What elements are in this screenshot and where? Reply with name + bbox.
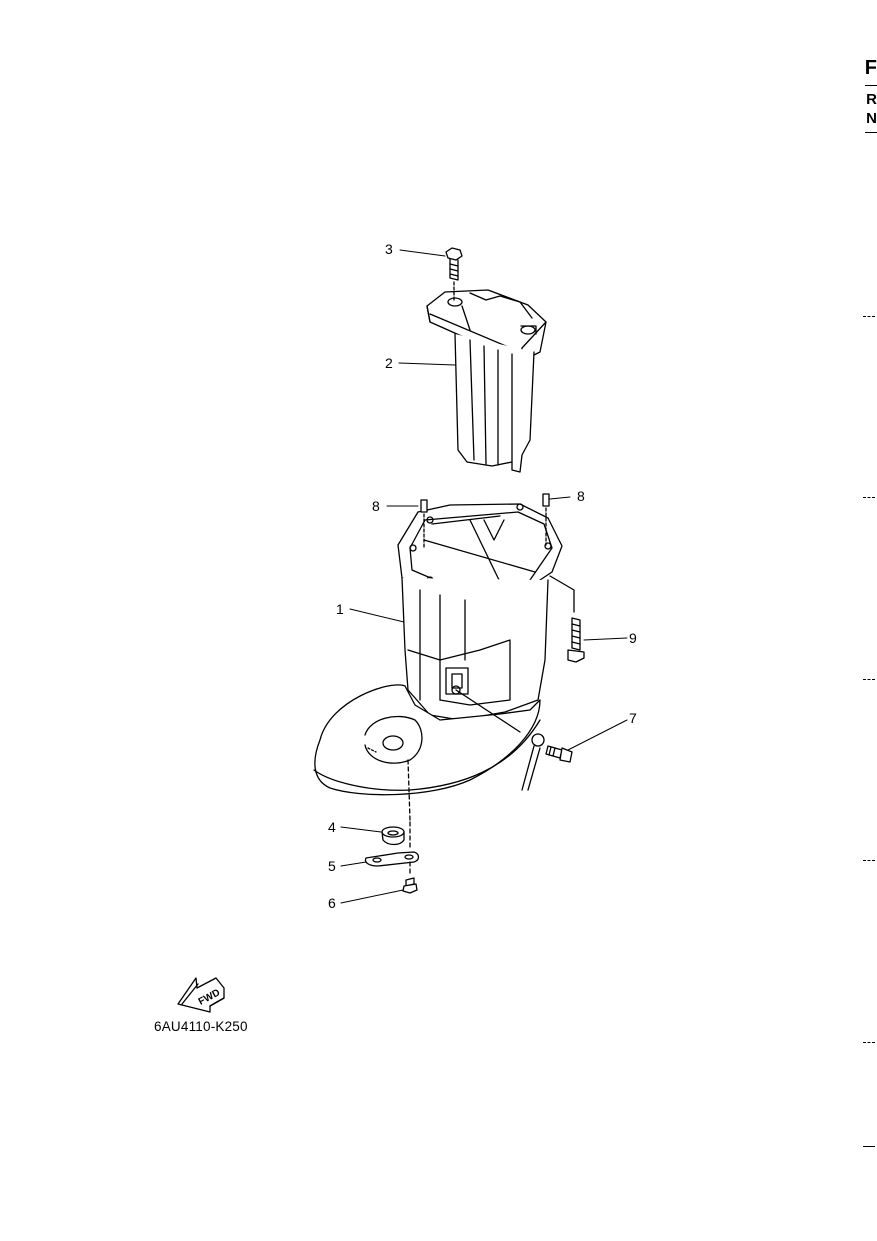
callout-1: 1 [336, 601, 344, 617]
diagram-code: 6AU4110-K250 [154, 1019, 248, 1034]
callout-5: 5 [328, 858, 336, 874]
margin-tick [863, 679, 875, 680]
margin-tick [863, 1042, 875, 1043]
seal-part-4 [381, 826, 405, 846]
bolt-part-9 [549, 575, 585, 663]
callout-8-right: 8 [577, 488, 585, 504]
header-letter-n: N [866, 110, 877, 127]
dowel-pin-part-8b [542, 493, 550, 546]
callout-3: 3 [385, 241, 393, 257]
callout-8-left: 8 [372, 498, 380, 514]
callout-6: 6 [328, 895, 336, 911]
header-rule [865, 85, 877, 86]
header-rule-lower [865, 132, 877, 133]
margin-tick [863, 497, 875, 498]
ground-lead-and-screw-part-7 [455, 689, 573, 791]
margin-tick [863, 860, 875, 861]
fwd-direction-arrow [177, 977, 225, 1013]
bolt-part-6 [402, 877, 418, 894]
callout-4: 4 [328, 819, 336, 835]
callout-2: 2 [385, 355, 393, 371]
bolt-part-3 [445, 247, 463, 301]
header-letter-r: R [866, 91, 877, 108]
margin-tick [863, 316, 875, 317]
callout-7: 7 [629, 710, 637, 726]
exhaust-guide-part [426, 289, 547, 473]
callout-9: 9 [629, 630, 637, 646]
upper-casing-part [313, 503, 563, 821]
header-letter-f: F [864, 57, 877, 79]
dowel-pin-part-8a [420, 499, 428, 549]
callout-leaders [340, 249, 628, 904]
margin-dash [863, 1146, 875, 1147]
